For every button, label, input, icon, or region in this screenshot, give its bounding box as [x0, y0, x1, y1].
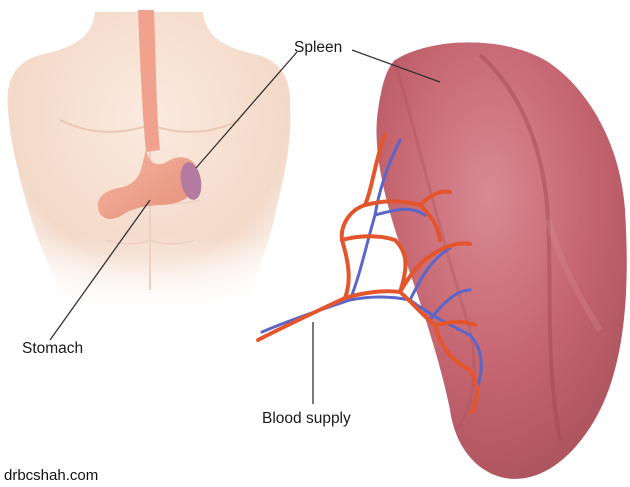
stomach-organ — [97, 150, 199, 220]
blood-supply-label: Blood supply — [262, 410, 351, 427]
spleen-leader-to-small — [195, 51, 298, 169]
esophagus — [138, 10, 160, 152]
site-watermark: drbcshah.com — [4, 467, 99, 484]
stomach-leader — [49, 199, 151, 341]
blood-vessels — [256, 133, 483, 414]
spleen-small — [180, 162, 202, 200]
leader-lines — [49, 49, 441, 404]
spleen-large — [376, 42, 627, 479]
spleen-leader-to-large — [351, 49, 441, 83]
spleen-label: Spleen — [294, 39, 343, 56]
stomach-label: Stomach — [22, 340, 84, 357]
